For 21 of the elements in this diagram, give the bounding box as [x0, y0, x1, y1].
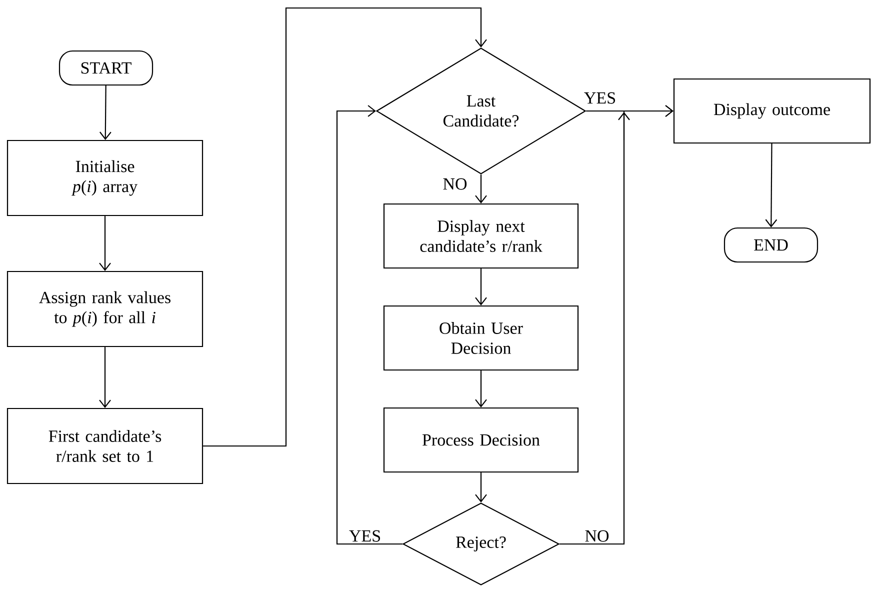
edge-label: NO — [584, 529, 610, 543]
arrow — [336, 105, 402, 545]
arrow — [99, 347, 111, 408]
process-box: Display outcome — [673, 78, 871, 144]
arrow — [475, 370, 487, 408]
arrow — [99, 216, 111, 271]
arrow — [203, 7, 487, 447]
arrow — [100, 86, 112, 140]
process-box: Obtain User Decision — [383, 305, 579, 371]
arrow — [475, 472, 487, 502]
arrow — [765, 144, 778, 228]
edge-label: YES — [348, 529, 382, 543]
process-box: Display next candidate’s r/rank — [383, 203, 579, 269]
process-box: Assign rank values to p(i) for all i — [6, 270, 204, 348]
arrow — [475, 174, 487, 204]
process-box: Initialise p(i) array — [6, 140, 204, 216]
edge-label: NO — [442, 177, 468, 191]
process-box: Process Decision — [383, 407, 579, 473]
arrow — [475, 268, 487, 306]
arrow — [560, 105, 674, 545]
process-box: First candidate’s r/rank set to 1 — [6, 408, 204, 484]
